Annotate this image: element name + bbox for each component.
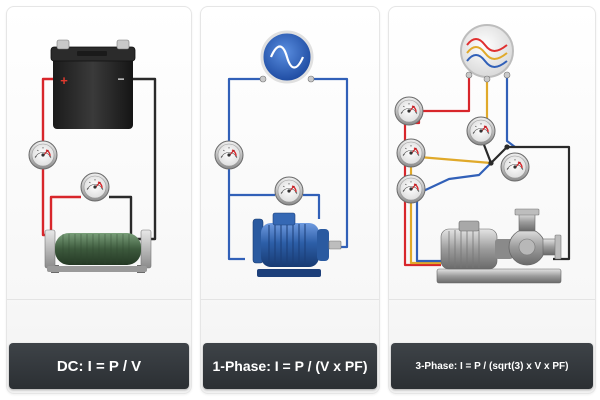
single-phase-formula-label: 1-Phase: I = P / (V x PF) — [203, 343, 377, 389]
floor-divider — [7, 299, 191, 300]
dc-formula-label: DC: I = P / V — [9, 343, 189, 389]
single-phase-circuit-diagram — [214, 30, 349, 277]
ammeter-icon — [80, 172, 110, 202]
ammeter-icon — [394, 96, 424, 126]
ammeter-icon — [396, 138, 426, 168]
battery-plus-label: + — [60, 73, 68, 88]
three-phase-formula-label: 3-Phase: I = P / (sqrt(3) x V x PF) — [391, 343, 593, 389]
ammeter-icon — [274, 176, 304, 206]
three-phase-panel: 3-Phase: I = P / (sqrt(3) x V x PF) — [388, 6, 596, 394]
floor-divider — [201, 299, 379, 300]
three-phase-circuit-diagram — [394, 24, 571, 284]
single-phase-panel: 1-Phase: I = P / (V x PF) — [200, 6, 380, 394]
resistor-icon — [44, 229, 152, 273]
ammeter-icon — [396, 174, 426, 204]
ammeter-icon — [466, 116, 496, 146]
dc-circuit-diagram: + − — [28, 39, 157, 273]
three-phase-source-icon — [460, 24, 514, 83]
ac-source-icon — [259, 30, 315, 84]
ammeter-icon — [500, 152, 530, 182]
ammeter-icon — [28, 140, 58, 170]
ac-motor-icon — [252, 212, 342, 277]
pump-icon — [436, 208, 562, 284]
dc-panel: + − DC: I = P / V — [6, 6, 192, 394]
ammeter-icon — [214, 140, 244, 170]
battery-icon: + − — [50, 39, 136, 129]
battery-minus-label: − — [117, 72, 124, 86]
floor-divider — [389, 299, 595, 300]
